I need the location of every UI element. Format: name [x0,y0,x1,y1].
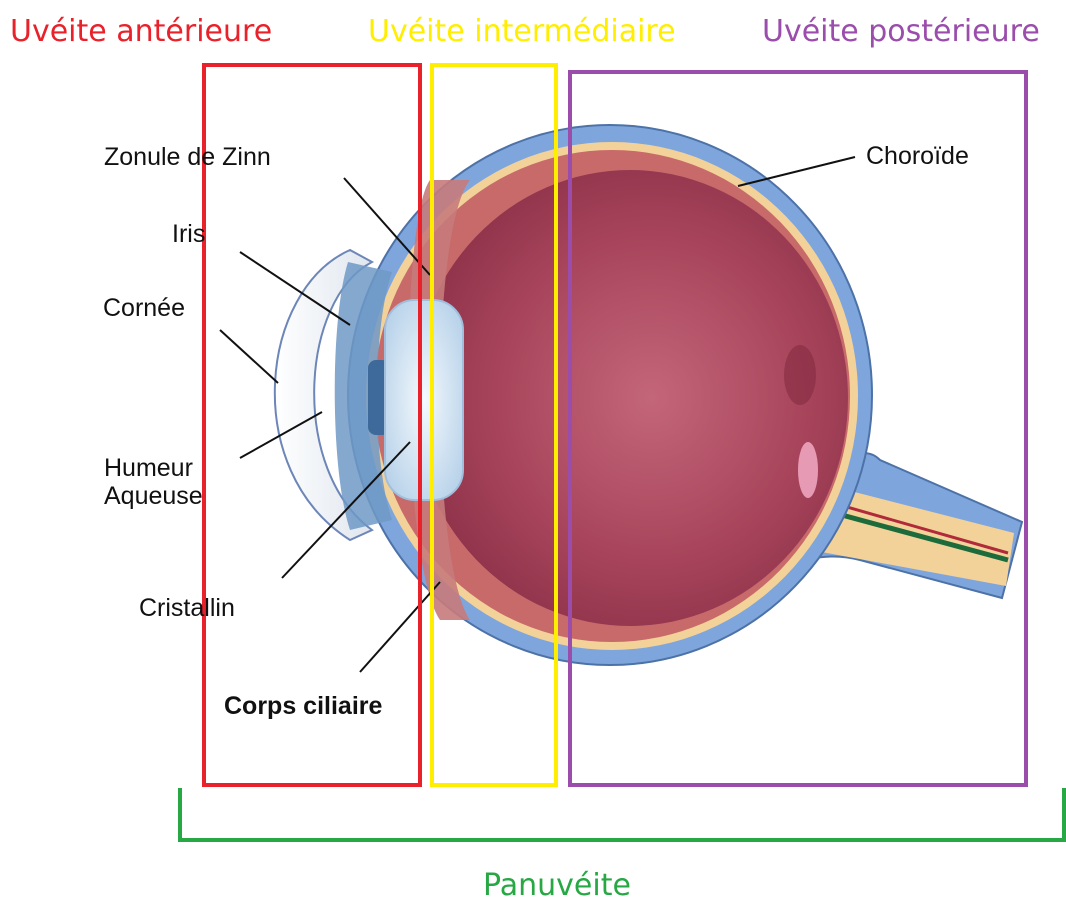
title-panuveite: Panuvéite [483,868,631,903]
title-uveite-posterieure: Uvéite postérieure [762,14,1040,49]
label-iris: Iris [172,222,205,247]
leader-cornea [220,330,278,383]
bracket-panuveite [180,788,1064,840]
vitreous-body [412,170,848,626]
label-choroide: Choroïde [866,144,969,169]
optic-disc [798,442,818,498]
label-cristallin: Cristallin [139,596,235,621]
label-zonule: Zonule de Zinn [104,145,271,170]
label-humeur: Humeur [104,456,193,481]
label-aqueuse: Aqueuse [104,484,203,509]
leader-corps-ciliaire [360,582,440,672]
label-corps-ciliaire: Corps ciliaire [224,694,382,719]
title-uveite-anterieure: Uvéite antérieure [10,14,272,49]
label-cornee: Cornée [103,296,185,321]
crystalline-lens [385,300,463,500]
macula [784,345,816,405]
title-uveite-intermediaire: Uvéite intermédiaire [368,14,676,49]
